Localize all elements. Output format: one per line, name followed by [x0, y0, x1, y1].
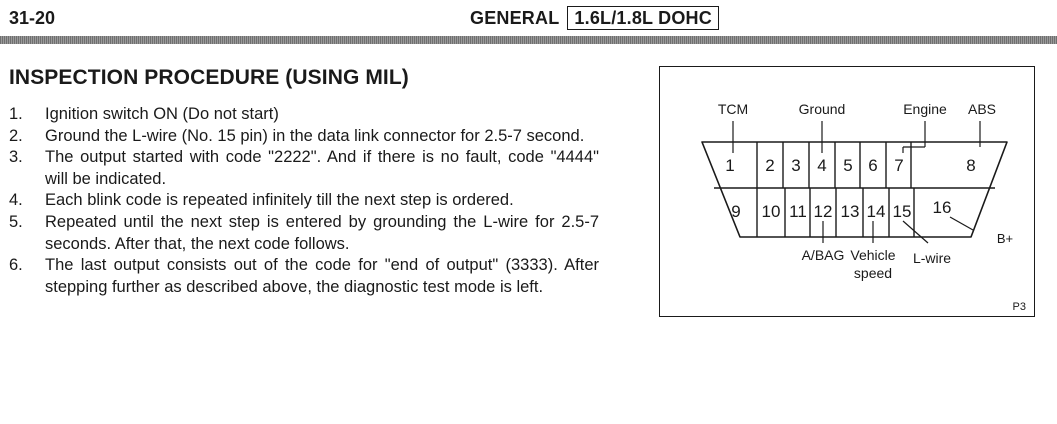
connector-outline: [701, 141, 1008, 238]
step-text: The output started with code "2222". And…: [45, 148, 599, 188]
page-number: 31-20: [9, 8, 56, 28]
leader-lines: [732, 121, 981, 244]
step-text: Ignition switch ON (Do not start): [45, 105, 279, 123]
label-speed: speed: [854, 265, 892, 281]
procedure-steps: 1. Ignition switch ON (Do not start) 2. Gr…: [9, 104, 599, 298]
list-item: 2. Ground the L-wire (No. 15 pin) in the …: [9, 126, 599, 148]
connector-diagram: 1 2 3 4 5 6 7 8 9 10 11 12 13 14 15 16: [701, 101, 1026, 313]
pin-number: 6: [868, 156, 877, 175]
step-text: Ground the L-wire (No. 15 pin) in the da…: [45, 126, 585, 145]
pin-dividers: [756, 142, 915, 237]
label-engine: Engine: [903, 101, 947, 117]
bottom-pin-numbers: 9 10 11 12 13 14 15 16: [731, 198, 951, 221]
pin-number: 7: [894, 156, 903, 175]
step-text: Each blink code is repeated infinitely t…: [45, 191, 514, 210]
pin-number: 1: [725, 156, 734, 175]
label-abag: A/BAG: [802, 247, 845, 263]
step-text: Repeated until the next step is entered …: [45, 212, 599, 253]
pin-number: 16: [933, 198, 952, 217]
pin-number: 10: [762, 202, 781, 221]
step-text: The last output consists out of the code…: [45, 256, 599, 296]
pin-number: 5: [843, 156, 852, 175]
figure-id: P3: [1013, 301, 1026, 313]
pin-number: 12: [814, 202, 833, 221]
list-item: 4. Each blink code is repeated infinitely…: [9, 190, 599, 212]
step-number: 6.: [9, 256, 23, 275]
step-number: 2.: [9, 126, 23, 145]
header-title: GENERAL 1.6L/1.8L DOHC: [470, 6, 719, 30]
step-number: 4.: [9, 191, 23, 210]
pin-number: 2: [765, 156, 774, 175]
engine-badge: 1.6L/1.8L DOHC: [567, 6, 719, 30]
header-rule: [0, 36, 1057, 44]
pin-number: 3: [791, 156, 800, 175]
step-number: 3.: [9, 148, 23, 167]
label-ground: Ground: [799, 101, 846, 117]
list-item: 6. The last output consists out of the co…: [9, 255, 599, 298]
connector-figure: 1 2 3 4 5 6 7 8 9 10 11 12 13 14 15 16: [659, 66, 1035, 317]
pin-number: 4: [817, 156, 826, 175]
list-item: 5. Repeated until the next step is entere…: [9, 212, 599, 255]
pin-number: 13: [841, 202, 860, 221]
top-pin-numbers: 1 2 3 4 5 6 7 8: [725, 156, 975, 175]
label-bplus: B+: [997, 231, 1013, 246]
pin-number: 15: [893, 202, 912, 221]
pin-number: 8: [966, 156, 975, 175]
step-number: 1.: [9, 105, 23, 123]
label-lwire: L-wire: [913, 250, 951, 266]
pin-labels: TCM Ground Engine ABS A/BAG Vehicle spee…: [718, 101, 1013, 281]
section-heading: INSPECTION PROCEDURE (USING MIL): [9, 66, 409, 89]
pin-number: 9: [731, 202, 740, 221]
label-tcm: TCM: [718, 101, 748, 117]
list-item: 3. The output started with code "2222". A…: [9, 147, 599, 190]
label-abs: ABS: [968, 101, 996, 117]
step-number: 5.: [9, 212, 23, 231]
list-item: 1. Ignition switch ON (Do not start): [9, 104, 599, 126]
pin-number: 14: [867, 202, 886, 221]
label-vehicle: Vehicle: [850, 247, 895, 263]
pin-number: 11: [789, 202, 807, 221]
header-section-title: GENERAL: [470, 7, 560, 28]
